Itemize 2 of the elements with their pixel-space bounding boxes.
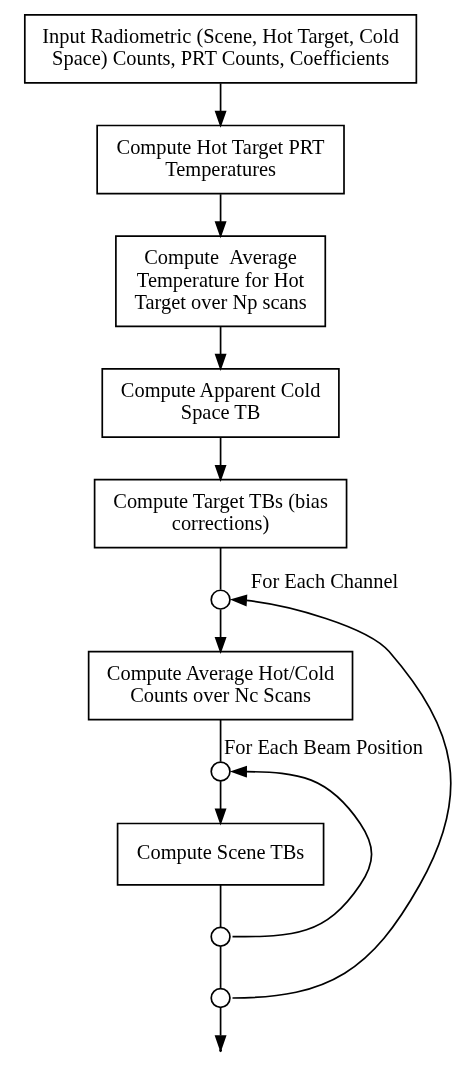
- edge-label: For Each Beam Position: [223, 736, 423, 759]
- edge-label: For Each Channel: [250, 569, 399, 592]
